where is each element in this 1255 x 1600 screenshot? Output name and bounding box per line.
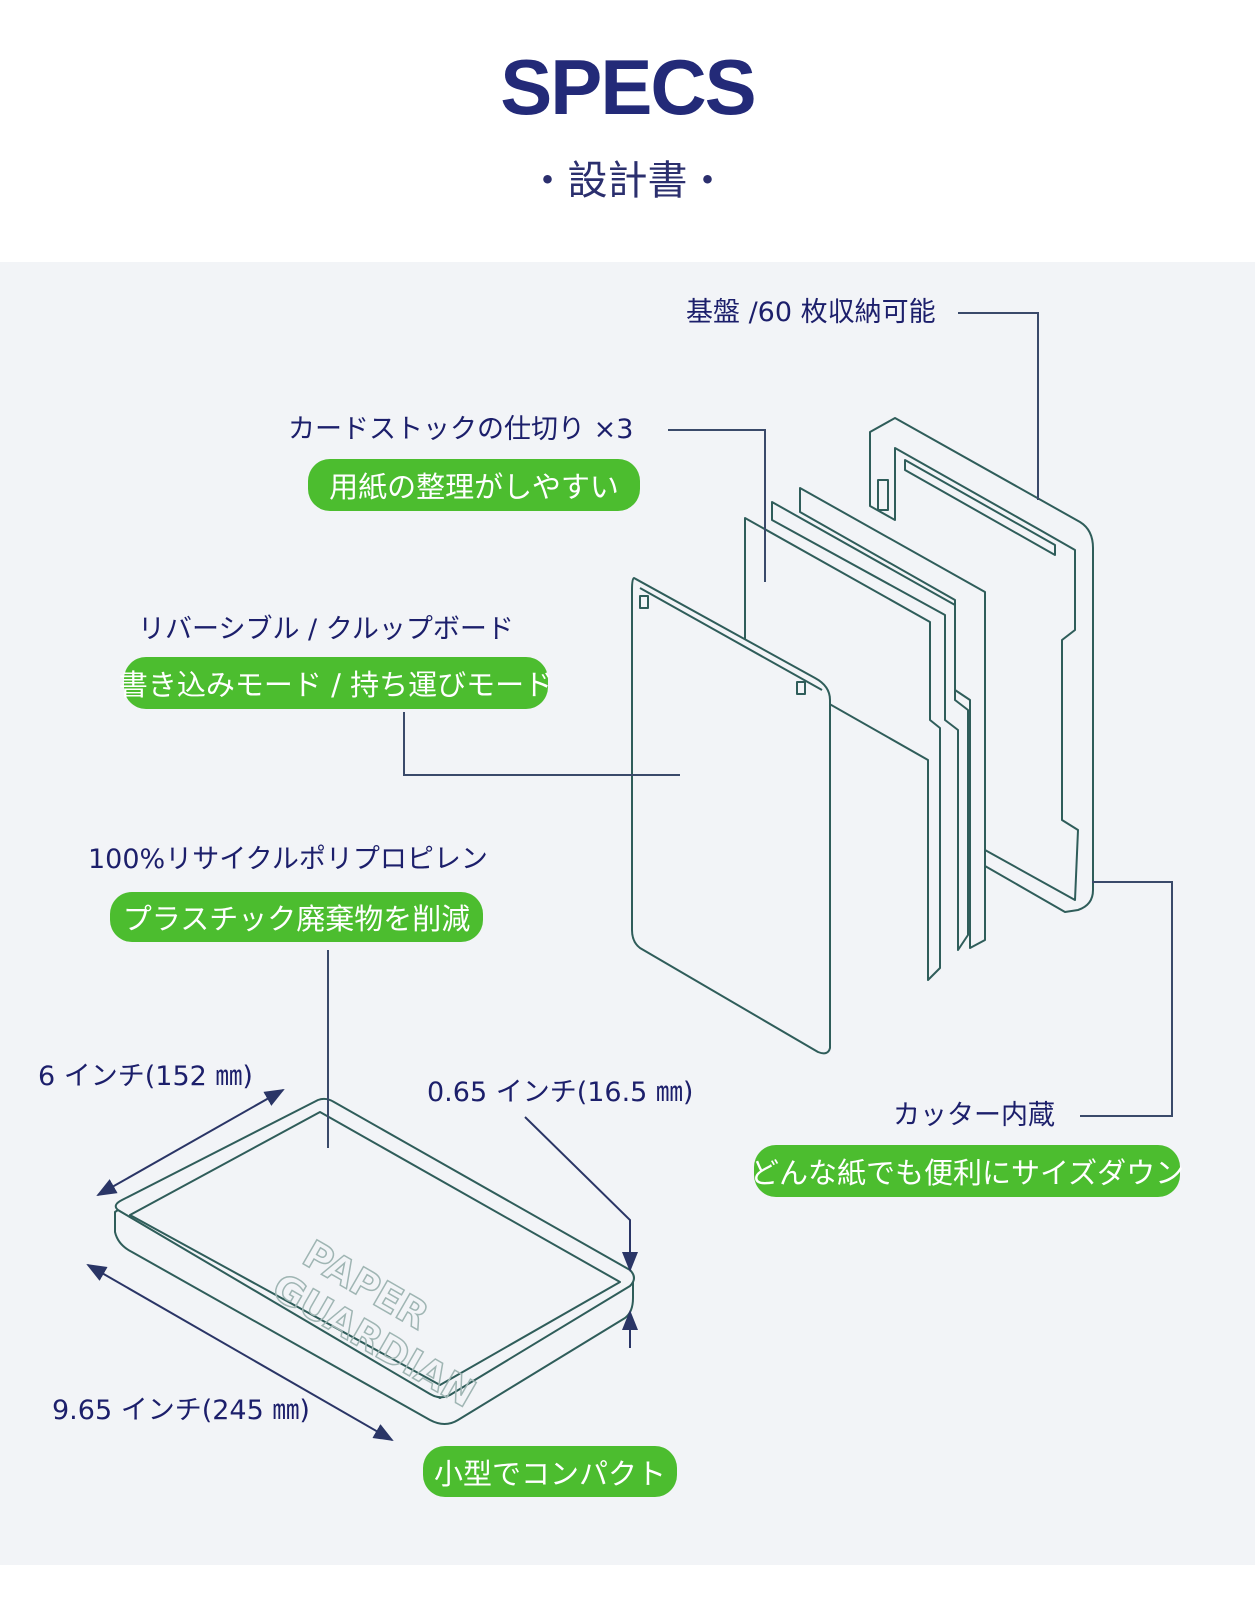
- clipboard-board-drawing: [631, 577, 831, 1055]
- base-tray-drawing: [869, 417, 1094, 913]
- leader-dividers: [668, 429, 766, 582]
- material-benefit-badge: プラスチック廃棄物を削減: [110, 892, 483, 942]
- clipboard-label: リバーシブル / クルップボード: [138, 614, 514, 645]
- material-label: 100%リサイクルポリプロピレン: [88, 844, 488, 875]
- thickness-dimension-arrow: [524, 1116, 638, 1272]
- thickness-dimension-label: 0.65 インチ(16.5 ㎜): [427, 1077, 694, 1108]
- header: SPECS ・設計書・: [0, 0, 1255, 262]
- cutter-label: カッター内蔵: [893, 1100, 1055, 1131]
- divider-sheet: [771, 501, 969, 951]
- cutter-benefit-badge: どんな紙でも便利にサイズダウン: [750, 1145, 1184, 1197]
- length-dimension-label: 9.65 インチ(245 ㎜): [52, 1395, 310, 1426]
- width-dimension-label: 6 インチ(152 ㎜): [38, 1061, 253, 1092]
- leader-clipboard: [403, 712, 680, 776]
- length-dimension-arrow: [86, 1264, 394, 1441]
- divider-sheet: [799, 487, 986, 949]
- dividers-label: カードストックの仕切り ×3: [288, 414, 634, 445]
- leader-base: [958, 312, 1039, 500]
- clipboard-benefit-badge: 書き込みモード / 持ち運びモード: [119, 657, 553, 709]
- page-title: SPECS: [500, 43, 756, 131]
- size-benefit-badge: 小型でコンパクト: [423, 1446, 677, 1497]
- width-dimension-arrow: [96, 1089, 285, 1196]
- page-subtitle: ・設計書・: [527, 158, 728, 204]
- base-label: 基盤 /60 枚収納可能: [686, 297, 936, 328]
- dividers-benefit-badge: 用紙の整理がしやすい: [308, 459, 640, 511]
- leader-cutter: [1080, 881, 1173, 1117]
